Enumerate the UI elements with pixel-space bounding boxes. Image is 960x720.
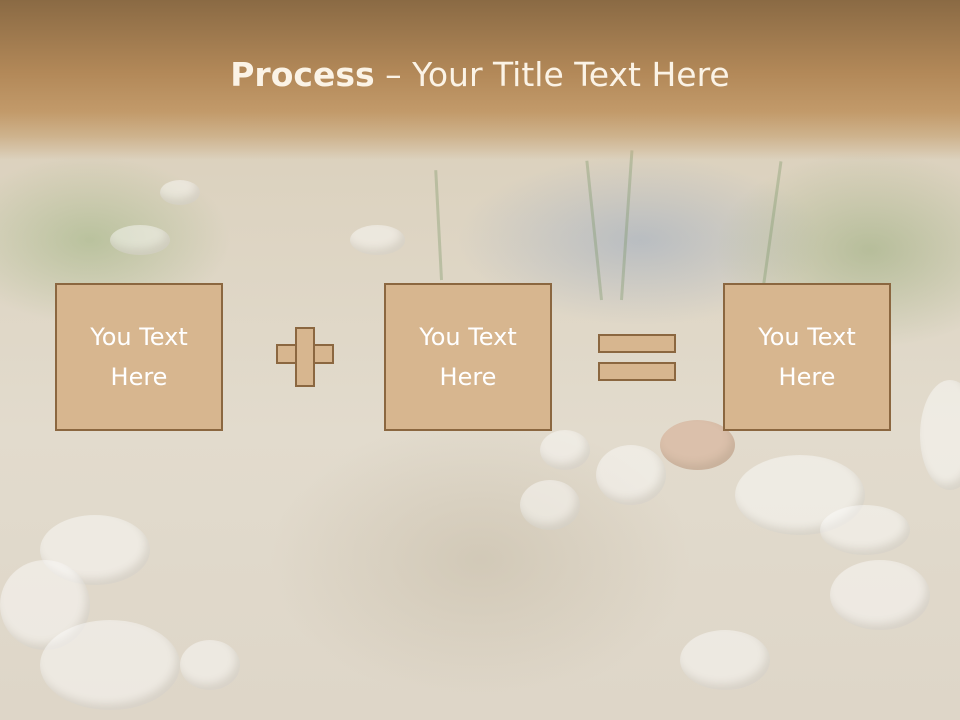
stone xyxy=(180,640,240,690)
slide-title: Process – Your Title Text Here xyxy=(0,52,960,98)
reed xyxy=(434,170,443,281)
text-box-1-line2: Here xyxy=(110,363,168,391)
stone xyxy=(520,480,580,530)
plus-icon xyxy=(297,346,313,362)
stone xyxy=(735,455,865,535)
stone xyxy=(540,430,590,470)
stone xyxy=(920,380,960,490)
stone xyxy=(110,225,170,255)
title-rest: – Your Title Text Here xyxy=(374,55,730,94)
reed xyxy=(620,150,634,301)
stone xyxy=(40,515,150,585)
text-box-2-line1: You Text xyxy=(419,323,517,351)
stone xyxy=(40,620,180,710)
stone xyxy=(660,420,735,470)
equals-icon-bottom xyxy=(598,362,676,381)
reed xyxy=(760,161,783,301)
stone xyxy=(160,180,200,205)
equals-icon-top xyxy=(598,334,676,353)
title-bar xyxy=(0,0,960,160)
text-box-3-line2: Here xyxy=(778,363,836,391)
stone xyxy=(680,630,770,690)
stone xyxy=(596,445,666,505)
stone xyxy=(0,560,90,650)
stone xyxy=(820,505,910,555)
text-box-1-line1: You Text xyxy=(90,323,188,351)
stone xyxy=(830,560,930,630)
text-box-3-line1: You Text xyxy=(758,323,856,351)
title-bold: Process xyxy=(230,55,375,94)
text-box-2-line2: Here xyxy=(439,363,497,391)
stone xyxy=(350,225,405,255)
reed xyxy=(585,160,603,301)
